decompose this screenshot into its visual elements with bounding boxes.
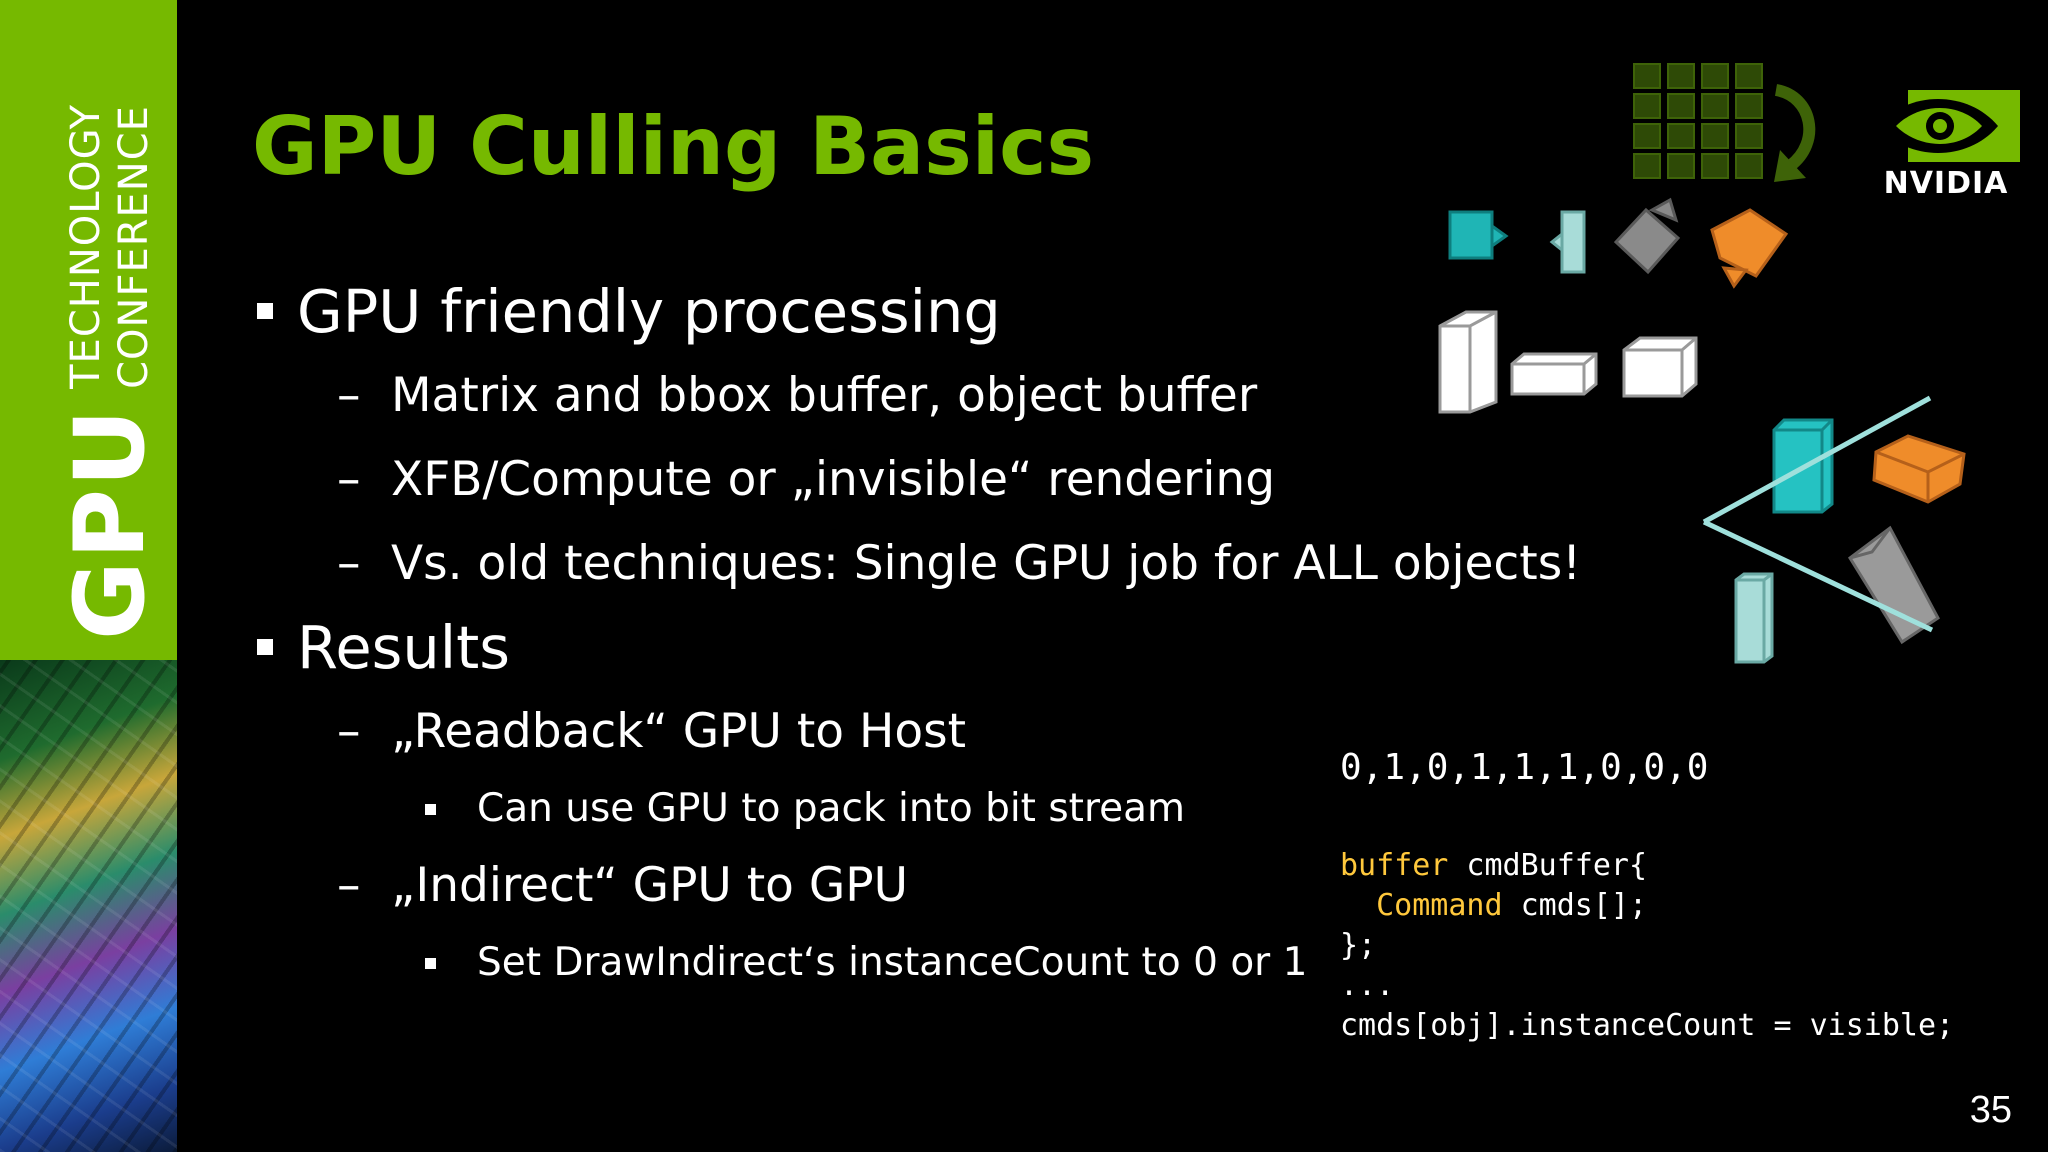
- puzzle-teal-icon: [1448, 210, 1509, 260]
- visibility-bits: 0,1,0,1,1,1,0,0,0: [1340, 747, 1709, 788]
- white-box-flat-icon: [1510, 352, 1598, 396]
- sub-bullet-matrix: – Matrix and bbox buffer, object buffer: [337, 354, 1655, 438]
- page-number: 35: [1969, 1089, 2012, 1131]
- code-line-2: Command cmds[];: [1376, 888, 1648, 923]
- puzzle-gray-icon: [1613, 197, 1681, 275]
- gtc-logo-technology: TECHNOLOGY: [63, 103, 109, 389]
- code-line-4: ...: [1340, 968, 1395, 1003]
- bullet-square-icon: [257, 303, 273, 319]
- dash-marker: –: [337, 452, 361, 507]
- sub-bullet-readback: – „Readback“ GPU to Host: [337, 690, 1655, 774]
- bullet-gpu-friendly: GPU friendly processing: [255, 270, 1655, 354]
- gtc-logo-conference: CONFERENCE: [111, 105, 157, 389]
- orange-box-outside-icon: [1872, 434, 1966, 504]
- gtc-logo-subtitle: TECHNOLOGY CONFERENCE: [62, 104, 158, 389]
- bullet-square-icon: [257, 639, 273, 655]
- dash-marker: –: [337, 536, 361, 591]
- sub-sub-bullet-bitstream: Can use GPU to pack into bit stream: [425, 774, 1655, 844]
- keyword-buffer: buffer: [1340, 848, 1449, 883]
- bullet-results: Results: [255, 606, 1655, 690]
- dash-marker: –: [337, 368, 361, 423]
- sub-bullet-old-techniques: – Vs. old techniques: Single GPU job for…: [337, 522, 1655, 606]
- bullet-square-icon: [425, 804, 436, 815]
- code-line-5: cmds[obj].instanceCount = visible;: [1340, 1008, 1955, 1043]
- nvidia-wordmark: NVIDIA: [1883, 166, 2009, 201]
- dash-marker: –: [337, 858, 361, 913]
- white-box-tall-icon: [1438, 310, 1498, 414]
- sidebar-green-band: [0, 0, 177, 660]
- bullet-square-icon: [425, 958, 436, 969]
- gpu-die-image: [0, 660, 177, 1152]
- view-frustum-icon: [1702, 395, 1934, 633]
- code-line-1: buffer cmdBuffer{: [1340, 848, 1648, 883]
- code-block: 0,1,0,1,1,1,0,0,0 buffer cmdBuffer{ Comm…: [1340, 740, 1954, 1046]
- nvidia-logo: NVIDIA: [1868, 86, 2024, 206]
- nvidia-eye-icon: [1878, 90, 2020, 162]
- sub-sub-bullet-drawindirect: Set DrawIndirect‘s instanceCount to 0 or…: [425, 928, 1655, 998]
- rotate-arrow-icon: [1774, 84, 1816, 171]
- lightblue-box-outside-icon: [1734, 572, 1774, 664]
- gtc-logo: GPU TECHNOLOGY CONFERENCE: [54, 104, 166, 640]
- sub-bullet-xfb: – XFB/Compute or „invisible“ rendering: [337, 438, 1655, 522]
- gray-box-inside-icon: [1848, 525, 1940, 645]
- sub-bullet-indirect: – „Indirect“ GPU to GPU: [337, 844, 1655, 928]
- gtc-sidebar: GPU TECHNOLOGY CONFERENCE: [0, 0, 177, 1152]
- keyword-command: Command: [1376, 888, 1503, 923]
- bullet-list: GPU friendly processing – Matrix and bbo…: [255, 270, 1655, 998]
- matrix-grid-icon: [1633, 63, 1763, 179]
- puzzle-lightblue-icon: [1549, 210, 1586, 274]
- white-box-cube-icon: [1622, 336, 1698, 398]
- dash-marker: –: [337, 704, 361, 759]
- culling-illustration: [1438, 63, 1966, 664]
- code-line-3: };: [1340, 928, 1377, 963]
- puzzle-orange-icon: [1710, 208, 1789, 289]
- gtc-logo-gpu: GPU: [54, 406, 166, 640]
- slide-title: GPU Culling Basics: [252, 100, 1095, 193]
